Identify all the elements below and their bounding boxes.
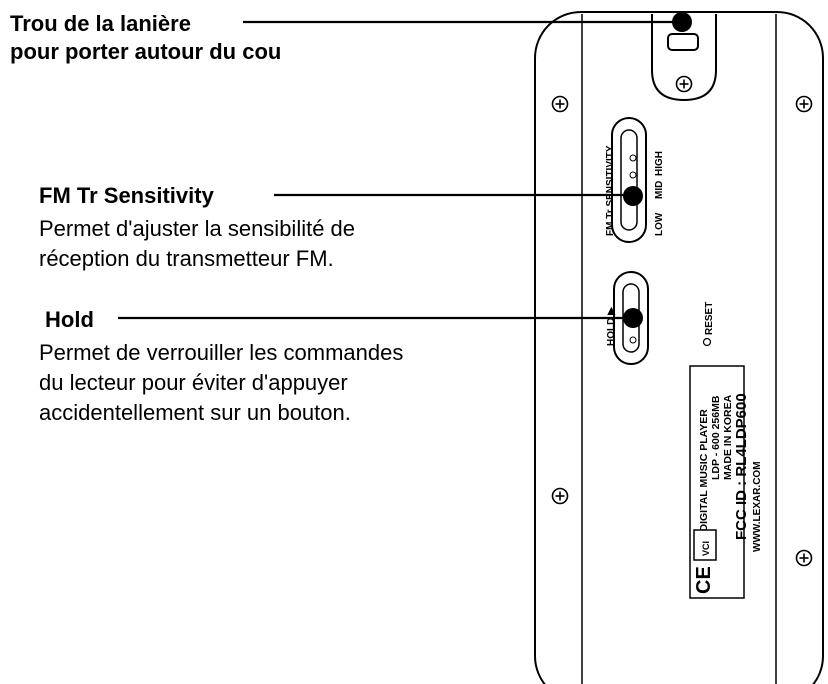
screw-icon (675, 75, 693, 93)
label-line3: MADE IN KOREA (722, 394, 734, 480)
strap-hole (667, 33, 699, 51)
vcci-mark-icon (693, 529, 717, 561)
reset-button[interactable] (702, 337, 712, 347)
fm-sensitivity-desc-line1: Permet d'ajuster la sensibilité de (39, 216, 356, 241)
fm-level-dot-mid (629, 171, 637, 179)
strap-hole-title-line2: pour porter autour du cou (10, 39, 282, 64)
callout-lines (118, 20, 682, 320)
screw-icon (551, 487, 569, 505)
fcc-id: FCC ID : RL4LDP600 (733, 393, 750, 540)
fm-sensitivity-title: FM Tr Sensitivity (39, 183, 214, 208)
screw-icon (795, 549, 813, 567)
fm-sensitivity-switch[interactable] (611, 117, 647, 243)
label-line2: LDP - 600 256MB (710, 395, 722, 480)
fm-switch-label: FM Tr SENSITIVITY (605, 145, 616, 236)
fm-sensitivity-desc-line2: réception du transmetteur FM. (39, 246, 334, 271)
hold-description: Permet de verrouiller les commandes du l… (39, 338, 403, 428)
strap-hole-pointer-dot (672, 12, 692, 32)
label-line1: MP3 DIGITAL MUSIC PLAYER (698, 409, 710, 556)
fm-level-low: LOW (654, 212, 665, 236)
ce-mark-icon: CE (693, 566, 715, 594)
strap-hole-title-line1: Trou de la lanière (10, 11, 191, 36)
fm-level-mid: MID (654, 181, 665, 199)
vcci-mark-text: VCI (701, 541, 711, 556)
fm-switch-knob[interactable] (623, 186, 643, 206)
hold-desc-line2: du lecteur pour éviter d'appuyer (39, 370, 348, 395)
fm-level-high: HIGH (654, 151, 665, 176)
hold-desc-line1: Permet de verrouiller les commandes (39, 340, 404, 365)
hold-off-dot (629, 336, 637, 344)
screw-icon (551, 95, 569, 113)
strap-hole-title: Trou de la lanière pour porter autour du… (10, 10, 281, 66)
hold-label: HOLD ▶ (606, 306, 617, 346)
screw-icon (795, 95, 813, 113)
player-body (534, 11, 824, 684)
reset-label: RESET (704, 302, 715, 335)
label-plate-border (689, 365, 745, 599)
website-url: WWW.LEXAR.COM (752, 461, 763, 552)
label-plate: MP3 DIGITAL MUSIC PLAYER LDP - 600 256MB… (689, 365, 763, 599)
hold-title: Hold (45, 307, 94, 332)
hold-switch-knob[interactable] (623, 308, 643, 328)
strap-tab (651, 14, 717, 102)
fm-level-dot-high (629, 154, 637, 162)
player-outer-shell (534, 11, 824, 684)
hold-desc-line3: accidentellement sur un bouton. (39, 400, 351, 425)
fm-sensitivity-description: Permet d'ajuster la sensibilité de récep… (39, 214, 355, 274)
fm-switch-track (620, 129, 638, 231)
